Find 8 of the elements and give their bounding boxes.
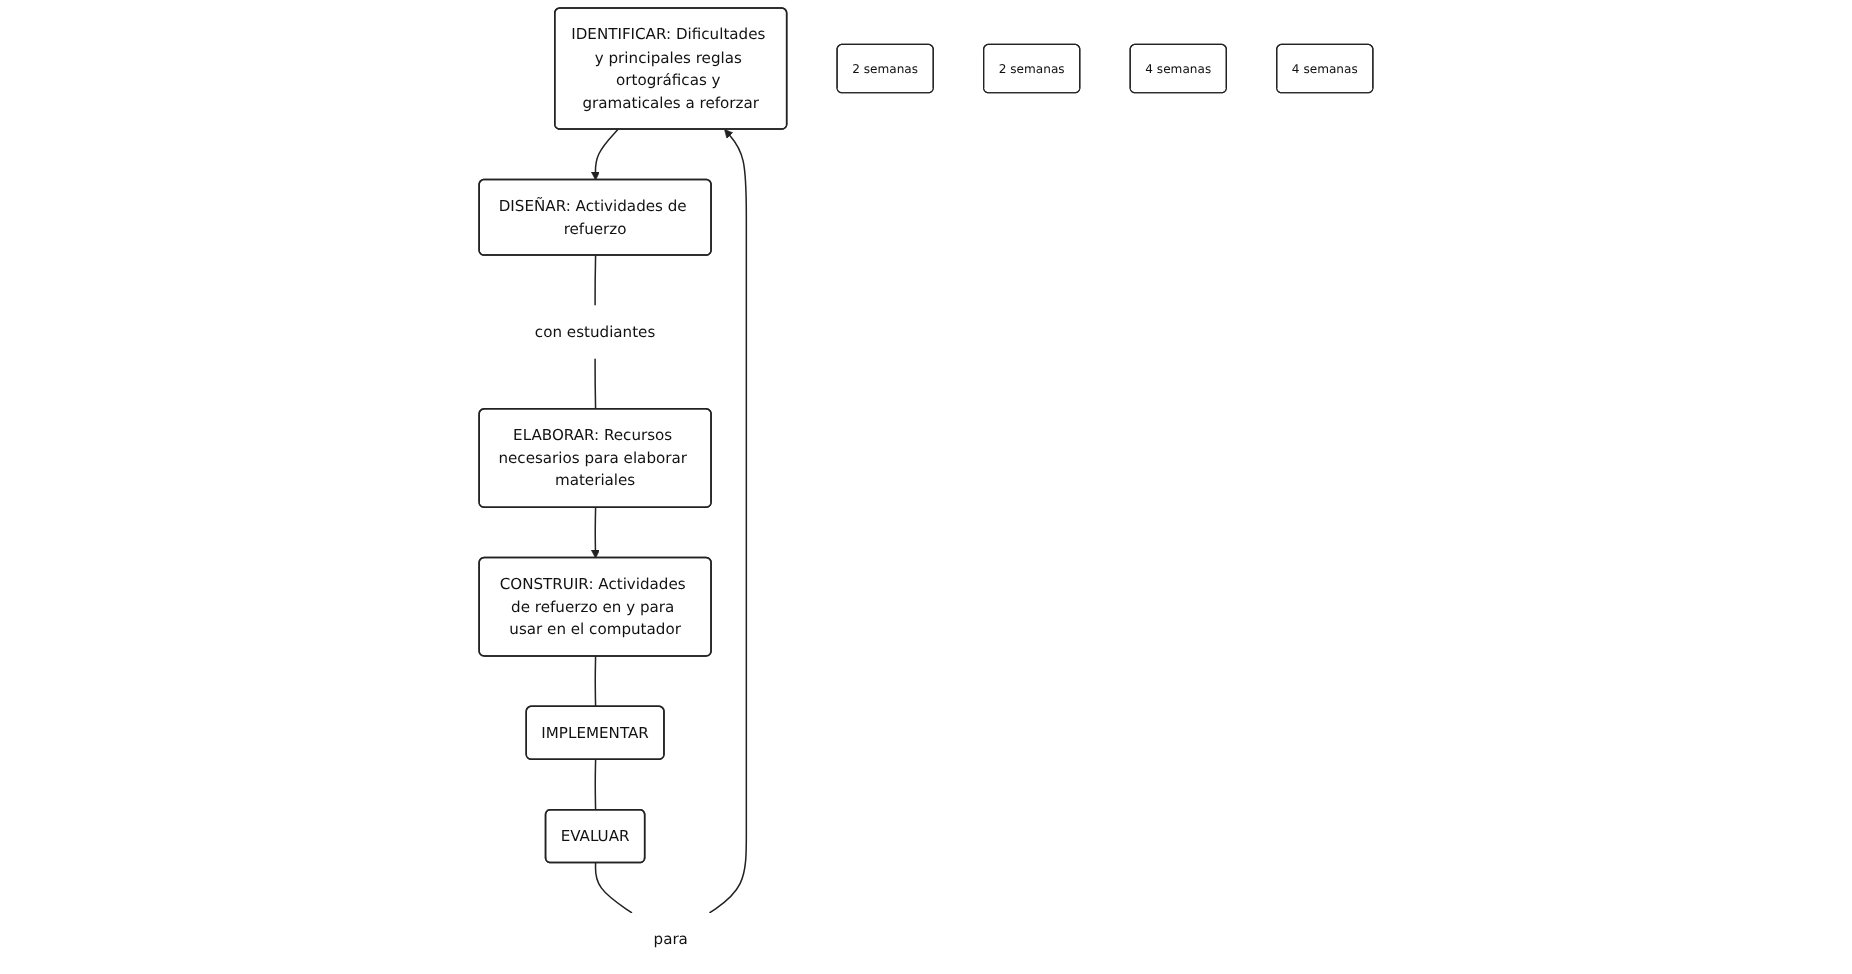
connector	[594, 254, 597, 307]
connector	[594, 357, 597, 411]
arrow	[591, 506, 600, 559]
connector	[594, 759, 597, 811]
connector	[594, 655, 597, 708]
arrow	[591, 128, 619, 181]
arrow	[708, 129, 748, 914]
connector	[594, 862, 633, 914]
